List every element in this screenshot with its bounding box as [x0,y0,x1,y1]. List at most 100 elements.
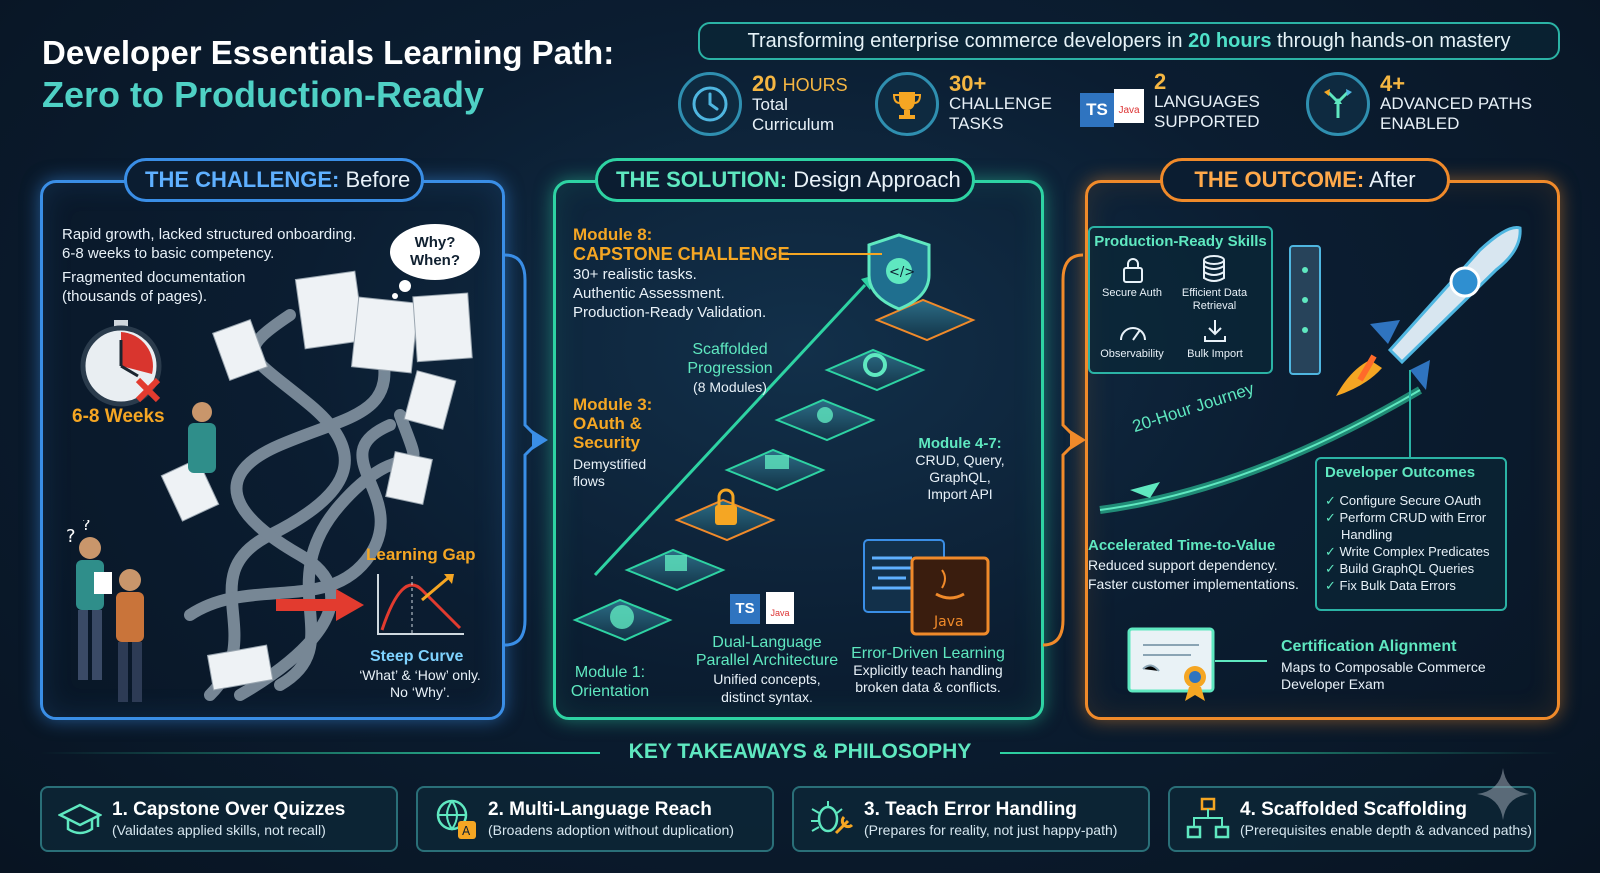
skills-box [1088,226,1273,374]
svg-text:?: ? [66,526,76,547]
sparkle-icon [1477,768,1529,820]
branch-icon [1306,72,1370,136]
journey-path-icon [1099,386,1423,514]
steep-curve-sub1: ‘What’ & ‘How’ only. [359,667,481,683]
tangled-paths-illustration [160,270,473,701]
graduation-cap-icon [58,803,102,835]
stat-hours-line2: Curriculum [752,114,835,134]
module3-heading: Module 3: OAuth & Security [573,395,652,452]
stat-hours-unit: HOURS [782,74,848,95]
takeaway-2-sub: (Broadens adoption without duplication) [488,822,734,838]
stat-hours: 20 HOURS Total Curriculum [678,72,848,136]
outcome-item-text: Perform CRUD with Error [1339,510,1487,525]
outcome-item-text: Write Complex Predicates [1339,544,1490,559]
challenge-to-solution-connector [504,253,548,647]
stat-tasks-number: 30+ [949,71,987,96]
code-editor-icon: Java [863,539,990,636]
challenge-text-1b: 6-8 weeks to basic competency. [62,245,275,262]
rocket-icon [1336,225,1522,396]
skills-title: Production-Ready Skills [1094,233,1267,250]
scaffolded-1: Scaffolded [692,341,768,358]
challenge-text-2b: (thousands of pages). [62,288,208,305]
outcome-item: ✓ Configure Secure OAuth [1325,493,1482,508]
challenge-header-bold: THE CHALLENGE: [145,167,340,192]
scaffolded-progression: Scaffolded Progression (8 Modules) [655,340,805,397]
outcome-item-text: Configure Secure OAuth [1339,493,1482,508]
java-badge: Java [1114,89,1144,123]
stat-tasks: 30+ CHALLENGE TASKS [875,72,1052,136]
page-subtitle: Zero to Production-Ready [42,74,485,115]
module47-l2: GraphQL, [929,469,991,485]
module47-l1: CRUD, Query, [915,452,1005,468]
weeks-label: 6-8 Weeks [72,406,165,427]
challenge-header: THE CHALLENGE: Before [124,158,424,202]
java-language-badge: Java [766,592,794,624]
solution-to-outcome-connector [1042,253,1086,647]
svg-text:</>: </> [889,265,915,280]
module3-desc-2: flows [573,473,605,489]
takeaway-1-title: 1. Capstone Over Quizzes [112,799,346,820]
tagline-pre: Transforming enterprise commerce develop… [747,30,1189,52]
outcome-header-rest: After [1364,167,1416,192]
accelerated-desc: Reduced support dependency. Faster custo… [1088,556,1299,594]
challenge-text-1a: Rapid growth, lacked structured onboardi… [62,226,357,243]
lock-icon [1123,258,1143,283]
language-icon: TS Java [1080,77,1144,127]
solution-header: THE SOLUTION: Design Approach [595,158,975,202]
module47-label: Module 4-7: [918,435,1002,452]
stat-languages-number: 2 [1154,69,1167,94]
module47-l3: Import API [927,486,993,502]
skill-data-2: Retrieval [1192,300,1237,312]
skill-bulk-import: Bulk Import [1187,348,1243,360]
bubble-why: Why? [414,234,456,251]
tagline-highlight: 20 hours [1188,30,1272,52]
steep-curve-chart-icon [377,574,464,635]
stat-languages-line2: SUPPORTED [1154,112,1260,131]
stat-hours-line1: Total [752,94,788,114]
challenge-header-rest: Before [339,167,411,192]
module-staircase-illustration: </> [572,233,976,642]
stat-paths-number: 4+ [1380,71,1406,96]
thought-bubble-text: Why? When? [400,234,470,270]
stat-paths-line2: ENABLED [1380,114,1460,133]
takeaway-card-1: 1. Capstone Over Quizzes(Validates appli… [40,786,398,852]
stat-tasks-line1: CHALLENGE [949,94,1052,113]
red-arrow-icon [276,589,364,621]
module8-desc-3: Production-Ready Validation. [573,304,767,321]
takeaway-card-3: 3. Teach Error Handling(Prepares for rea… [792,786,1150,852]
takeaway-card-2: A 2. Multi-Language Reach(Broadens adopt… [416,786,774,852]
scaffolded-2: Progression [687,360,773,377]
ts-badge: TS [1080,93,1114,127]
solution-header-bold: THE SOLUTION: [616,167,788,192]
takeaways-title: KEY TAKEAWAYS & PHILOSOPHY [628,740,972,763]
stat-paths-line1: ADVANCED PATHS [1380,94,1533,113]
skill-data-1: Efficient Data [1181,287,1248,299]
tagline-post: through hands-on mastery [1271,30,1511,52]
challenge-text-2: Fragmented documentation (thousands of p… [62,268,245,306]
module1-label: Module 1: [574,664,646,681]
module3-label: Module 3: [573,395,653,414]
takeaway-3-title: 3. Teach Error Handling [864,799,1077,820]
svg-text:?: ? [82,520,91,534]
certificate-icon [1127,627,1215,701]
confused-developer-icon [188,402,216,473]
module8-connector [782,253,882,255]
skill-secure-auth: Secure Auth [1102,287,1162,299]
bug-wrench-icon [811,801,854,835]
module8-desc: 30+ realistic tasks. Authentic Assessmen… [573,265,766,322]
certification-2: Developer Exam [1281,676,1385,692]
accelerated-title: Accelerated Time-to-Value [1088,537,1276,554]
outcome-item: ✓ Fix Bulk Data Errors [1325,578,1456,593]
gauge-icon [1120,327,1146,341]
module3-title2: Security [573,433,641,452]
takeaways-divider-left [40,752,600,754]
cert-connector [1215,660,1267,662]
dual-2: Parallel Architecture [695,652,839,669]
error-driven-1: Explicitly teach handling [853,662,1003,678]
skill-observability: Observability [1100,348,1164,360]
thought-bubble-icon [390,224,480,299]
dual-1: Dual-Language [712,634,822,651]
module1-block: Module 1: Orientation [560,663,660,701]
trophy-icon [875,72,939,136]
accelerated-2: Faster customer implementations. [1088,576,1299,592]
